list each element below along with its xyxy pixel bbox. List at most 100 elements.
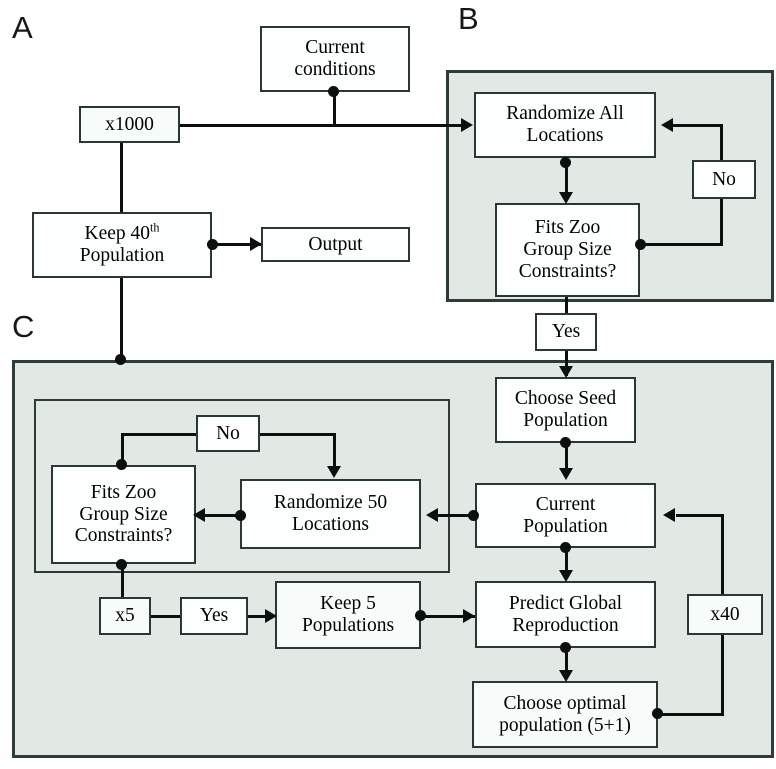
node-yes-label-b[interactable]: Yes [535, 313, 597, 351]
node-current-conditions-line1: Current [305, 37, 365, 59]
panel-label-b: B [458, 1, 479, 36]
node-keep5-line2: Populations [301, 615, 395, 636]
arrow-into-randomize50-right [426, 508, 438, 522]
node-fits-zoo-b-line2: Group Size [523, 239, 612, 261]
node-current-conditions[interactable]: Current conditions [260, 26, 410, 92]
junction-dot-predict-bottom [560, 642, 571, 653]
node-randomize50-line1: Randomize 50 [273, 492, 388, 514]
junction-dot-keep40-panelc [115, 354, 126, 365]
node-chooseseed-line1: Choose Seed [514, 388, 617, 410]
node-x5[interactable]: x5 [99, 597, 151, 635]
arrow-into-fitszoo-b [559, 192, 573, 204]
node-keep40-line1: Keep 40 [84, 223, 151, 245]
node-chooseoptimal-line2: population (5+1) [499, 714, 631, 736]
edge-no-c-left-v [121, 433, 124, 465]
arrow-into-predict [463, 609, 475, 623]
edge-keep40-to-panel-c [120, 278, 123, 362]
junction-dot-keep40-output [207, 239, 218, 250]
edge-yes-c-to-keep5 [248, 615, 273, 618]
edge-x5-to-yes-c [150, 615, 181, 618]
node-choose-seed-population[interactable]: Choose Seed Population [495, 377, 636, 443]
arrow-into-predict-top [559, 570, 573, 582]
node-x1000-label: x1000 [105, 113, 154, 135]
node-x5-label: x5 [115, 605, 135, 627]
node-no-b-label: No [712, 168, 736, 190]
node-yes-c-label: Yes [199, 605, 229, 627]
node-fits-zoo-c-line1: Fits Zoo [90, 481, 157, 503]
arrow-into-choose-seed [559, 366, 573, 378]
edge-x40-loop-v-upper [721, 514, 724, 595]
edge-fitszoo-c-to-x5 [121, 564, 124, 598]
node-randomize-all-locations[interactable]: Randomize All Locations [474, 92, 656, 158]
junction-dot-currentpop-left [468, 510, 479, 521]
arrow-into-randomize50 [327, 466, 341, 478]
edge-x40-loop-v [721, 634, 724, 716]
junction-dot-fitszoo-c-bottom [116, 559, 127, 570]
node-fits-zoo-c-line3: Constraints? [74, 525, 173, 547]
node-currentpop-line2: Population [523, 515, 608, 537]
node-x1000[interactable]: x1000 [79, 106, 180, 143]
panel-label-c: C [12, 309, 35, 344]
node-keep5-line1: Keep 5 [320, 593, 376, 615]
node-x40[interactable]: x40 [687, 594, 763, 635]
node-no-label-b[interactable]: No [692, 160, 756, 199]
edge-no-b-to-randomizeall [673, 124, 723, 127]
node-predict-line2: Reproduction [512, 614, 619, 636]
edge-randomize50-to-fitszoo-c [205, 514, 245, 517]
node-keep-40th-population[interactable]: Keep 40th Population [32, 212, 212, 278]
edge-no-c-left-h [121, 433, 199, 436]
junction-dot-chooseoptimal [652, 708, 663, 719]
arrow-into-randomize-all [461, 118, 473, 132]
node-current-conditions-line2: conditions [294, 59, 376, 80]
node-keep-5-populations[interactable]: Keep 5 Populations [275, 581, 421, 649]
edge-yes-to-choose-seed [565, 350, 568, 376]
arrow-into-fitszoo-c [193, 508, 205, 522]
panel-label-a: A [12, 10, 33, 45]
node-chooseoptimal-line1: Choose optimal [503, 692, 627, 714]
edge-keep40-to-output [212, 243, 262, 246]
edge-predict-to-chooseoptimal [565, 648, 568, 674]
edge-no-c-right-v [333, 433, 336, 469]
edge-currentpop-to-randomize50 [438, 514, 478, 517]
edge-no-b-down-stem [720, 198, 723, 245]
edge-randomizeall-to-fitszoo-b [565, 163, 568, 197]
arrow-into-currentpop [559, 468, 573, 480]
node-currentpop-line1: Current [535, 493, 596, 515]
node-randomize50-line2: Locations [292, 514, 369, 535]
arrow-into-chooseoptimal [559, 670, 573, 682]
edge-x1000-to-keep40 [120, 142, 123, 214]
node-choose-optimal-population[interactable]: Choose optimal population (5+1) [472, 681, 658, 748]
junction-dot-keep5 [415, 610, 426, 621]
node-fits-zoo-constraints-b[interactable]: Fits Zoo Group Size Constraints? [495, 203, 640, 297]
node-no-label-c[interactable]: No [196, 415, 260, 452]
junction-dot-randomizeall-b [560, 157, 571, 168]
edge-currentconditions-to-trunk [333, 92, 336, 127]
junction-dot-chooseseed [560, 437, 571, 448]
node-fits-zoo-b-line1: Fits Zoo [534, 217, 601, 239]
arrow-back-into-randomize-all [661, 118, 673, 132]
junction-dot-currentconditions [328, 86, 339, 97]
edge-currentpop-to-predict [565, 548, 568, 574]
edge-x40-back-to-currentpop [676, 514, 724, 517]
arrow-into-output [250, 237, 262, 251]
node-output[interactable]: Output [261, 227, 410, 262]
node-chooseseed-line2: Population [523, 410, 608, 431]
node-randomize-all-line1: Randomize All [506, 103, 624, 125]
node-randomize-all-line2: Locations [526, 125, 604, 146]
node-randomize-50-locations[interactable]: Randomize 50 Locations [240, 479, 421, 549]
junction-dot-fitszoo-c-top [116, 459, 127, 470]
junction-dot-fitszoo-b [635, 239, 646, 250]
edge-fitszoo-b-to-yes [565, 290, 568, 315]
node-keep40-superscript: th [150, 220, 160, 235]
edge-no-c-right-h [258, 433, 336, 436]
node-fits-zoo-constraints-c[interactable]: Fits Zoo Group Size Constraints? [51, 465, 196, 564]
edge-keep5-to-predict [421, 615, 475, 618]
edge-chooseseed-to-currentpop [565, 443, 568, 471]
node-current-population[interactable]: Current Population [475, 483, 656, 548]
node-predict-global-reproduction[interactable]: Predict Global Reproduction [475, 581, 656, 648]
edge-fitszoo-b-to-no-h [640, 243, 723, 246]
node-yes-label-c[interactable]: Yes [180, 597, 248, 635]
node-predict-line1: Predict Global [508, 592, 623, 614]
edge-x1000-to-randomize-all [180, 124, 468, 127]
